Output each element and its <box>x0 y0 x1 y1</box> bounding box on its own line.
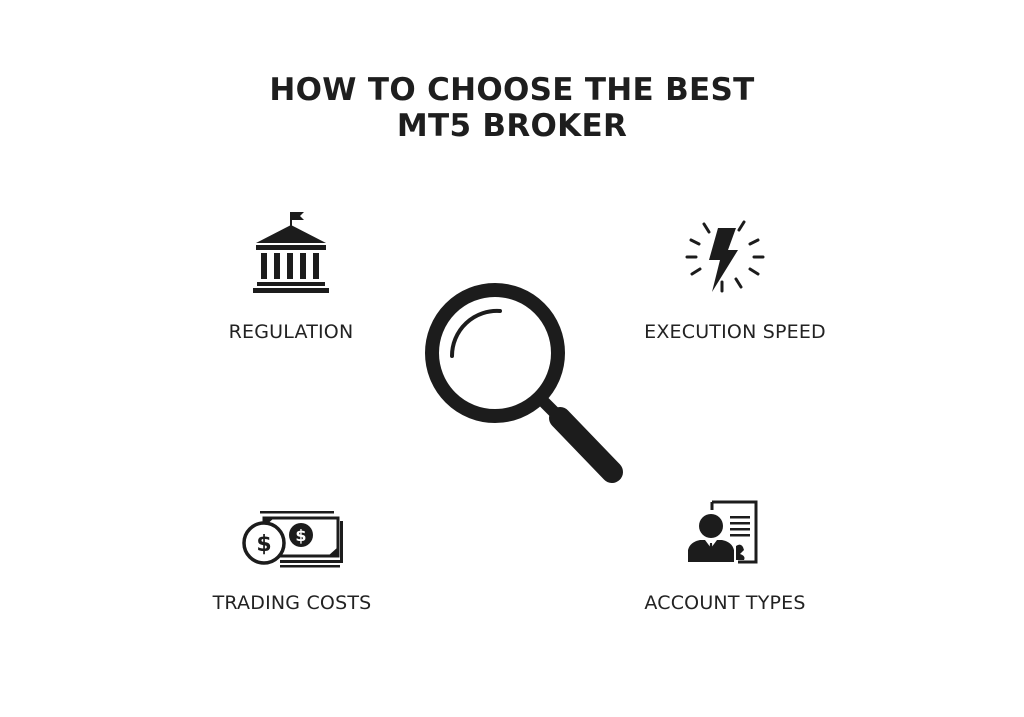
magnifying-glass-icon <box>425 283 623 483</box>
factor-label-execution-speed: EXECUTION SPEED <box>644 321 826 343</box>
svg-text:$: $ <box>295 526 306 545</box>
page-title: HOW TO CHOOSE THE BEST MT5 BROKER <box>0 72 1024 144</box>
money-bills-coin-icon: $ $ <box>242 511 343 568</box>
bank-building-icon <box>253 212 329 293</box>
svg-text:$: $ <box>256 532 271 557</box>
user-document-icon <box>688 500 758 564</box>
lightning-bolt-icon <box>685 220 765 293</box>
title-line-2: MT5 BROKER <box>396 108 628 144</box>
title-line-1: HOW TO CHOOSE THE BEST <box>269 72 755 108</box>
factor-label-regulation: REGULATION <box>228 321 354 343</box>
factor-label-trading-costs: TRADING COSTS <box>212 592 372 614</box>
factor-label-account-types: ACCOUNT TYPES <box>644 592 806 614</box>
